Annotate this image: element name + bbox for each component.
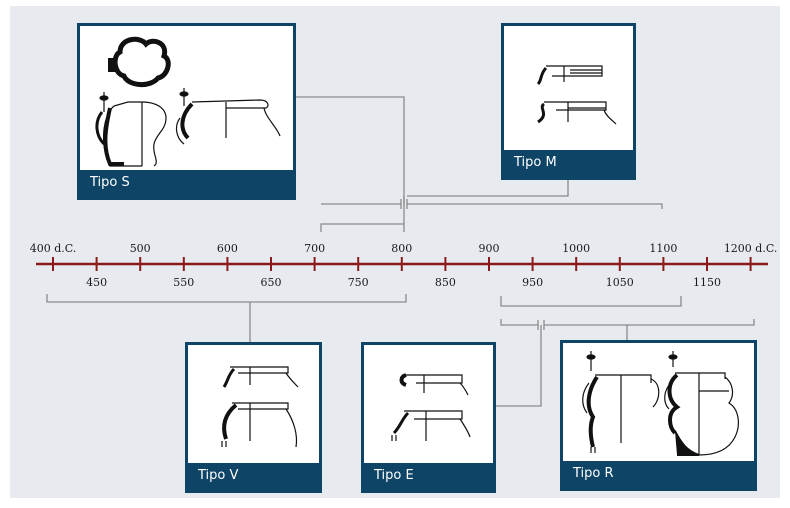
timeline-label-major: 900 <box>479 242 500 255</box>
date-range-connectors <box>46 96 755 407</box>
timeline-label-minor: 750 <box>348 276 369 289</box>
tipo-m-card: Tipo M <box>501 23 636 180</box>
tipo-s-card: Tipo S <box>77 23 296 200</box>
diagram-canvas: 400 d.C. 500 600 700 800 900 1000 1100 1200 d.C.… <box>10 6 780 498</box>
timeline-label-major: 1200 d.C. <box>724 242 778 255</box>
pottery-rim-profile-icon <box>391 373 471 441</box>
timeline-label-major: 600 <box>217 242 238 255</box>
tipo-v-card: Tipo V <box>185 342 322 493</box>
timeline-label-minor: 650 <box>261 276 282 289</box>
tipo-v-label-bar: Tipo V <box>188 463 319 490</box>
tipo-e-label: Tipo E <box>374 468 414 483</box>
timeline-ticks <box>52 257 752 271</box>
tipo-r-label: Tipo R <box>573 466 614 481</box>
connector-line <box>46 294 407 303</box>
tipo-e-label-bar: Tipo E <box>364 463 493 490</box>
timeline-label-major: 700 <box>304 242 325 255</box>
timeline-label-minor: 1050 <box>606 276 634 289</box>
tipo-s-label-bar: Tipo S <box>80 170 293 197</box>
tipo-r-label-bar: Tipo R <box>563 461 754 488</box>
timeline-label-major: 1000 <box>562 242 590 255</box>
timeline-label-major: 800 <box>391 242 412 255</box>
pottery-pot-profile-icon <box>221 366 299 448</box>
timeline-label-major: 500 <box>130 242 151 255</box>
tipo-s-label: Tipo S <box>90 175 130 190</box>
timeline-diagram: 400 d.C. 500 600 700 800 900 1000 1100 1200 d.C.… <box>30 96 778 407</box>
pottery-jug-profile-icon <box>582 351 739 456</box>
timeline-label-minor: 450 <box>86 276 107 289</box>
connector-line <box>407 180 569 197</box>
timeline-label-major: 1100 <box>649 242 677 255</box>
connector-line <box>296 96 405 224</box>
tipo-v-label: Tipo V <box>198 468 239 483</box>
connector-line <box>500 296 682 307</box>
pottery-rim-profile-icon <box>536 65 617 125</box>
connector-line <box>321 199 402 209</box>
connector-line <box>500 319 539 330</box>
timeline-label-minor: 850 <box>435 276 456 289</box>
timeline-label-minor: 1150 <box>693 276 721 289</box>
timeline-labels: 400 d.C. 500 600 700 800 900 1000 1100 1200 d.C.… <box>30 242 778 289</box>
tipo-r-card: Tipo R <box>560 340 757 491</box>
timeline-label-major: 400 d.C. <box>30 242 77 255</box>
connector-line <box>406 199 663 209</box>
pottery-jug-profile-icon <box>95 36 281 167</box>
timeline-label-minor: 950 <box>522 276 543 289</box>
connector-line <box>496 325 542 407</box>
connector-line <box>543 319 755 330</box>
tipo-m-label-bar: Tipo M <box>504 150 633 177</box>
connector-line <box>320 223 405 232</box>
tipo-e-card: Tipo E <box>361 342 496 493</box>
timeline-label-minor: 550 <box>173 276 194 289</box>
tipo-m-label: Tipo M <box>514 155 557 170</box>
